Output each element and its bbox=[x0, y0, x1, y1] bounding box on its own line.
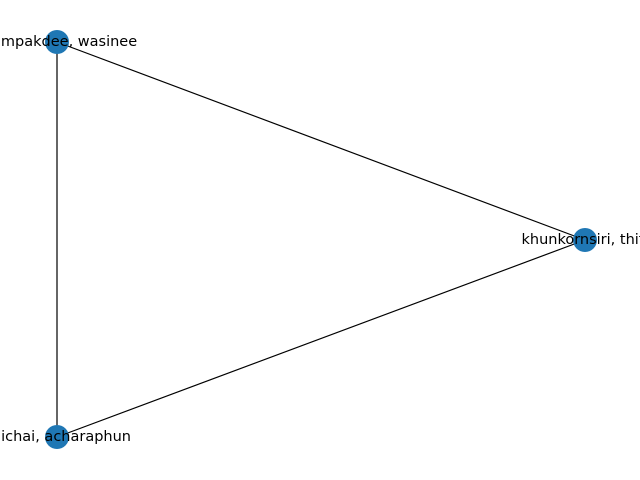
graph-node bbox=[573, 228, 597, 252]
node-label: thumpakdee, wasinee bbox=[0, 34, 137, 50]
node-label: khunkornsiri, thiti bbox=[521, 232, 640, 248]
nodes-layer bbox=[45, 30, 597, 449]
graph-edge bbox=[56, 41, 586, 241]
graph-node bbox=[45, 30, 69, 54]
edges-layer bbox=[56, 41, 586, 438]
node-label: anichai, acharaphun bbox=[0, 429, 131, 445]
graph-edge bbox=[56, 239, 586, 438]
labels-layer: thumpakdee, wasinee khunkornsiri, thiti an… bbox=[0, 34, 640, 445]
graph-node bbox=[45, 425, 69, 449]
